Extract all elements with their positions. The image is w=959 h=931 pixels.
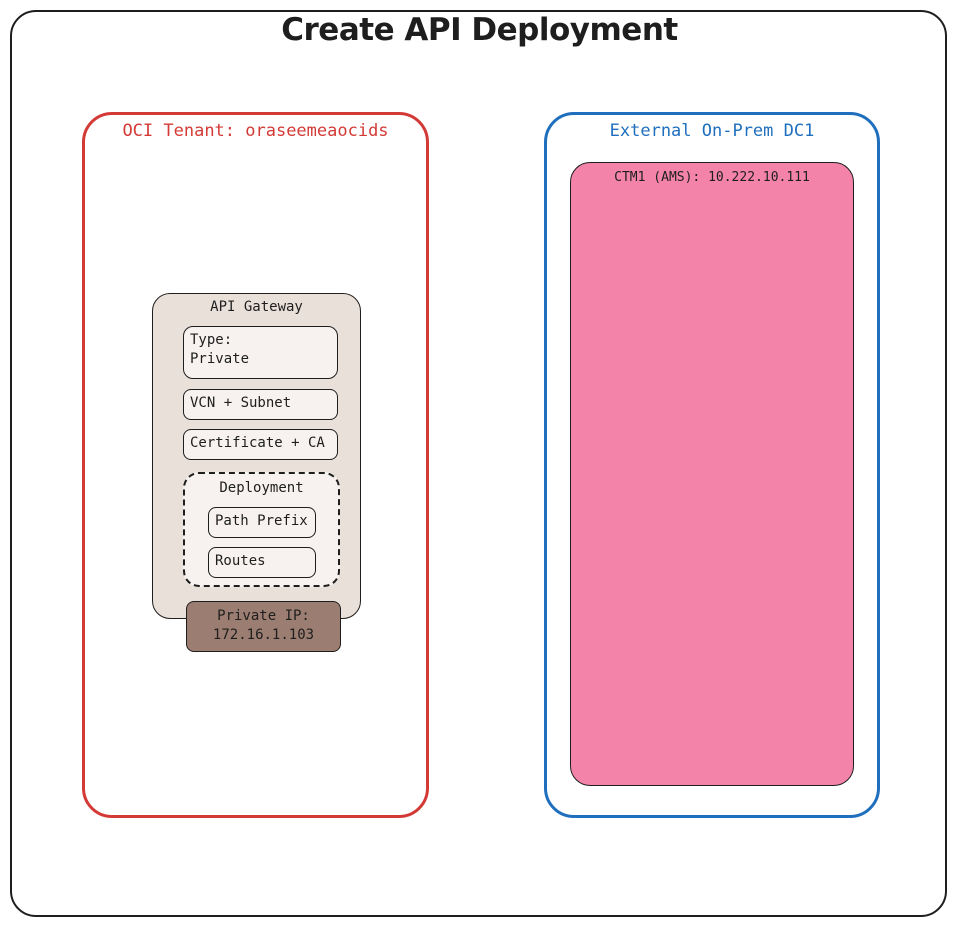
gateway-type-box: Type: Private	[183, 326, 338, 379]
gateway-type-label: Type:	[190, 332, 233, 348]
diagram-title: Create API Deployment	[281, 12, 678, 48]
external-dc-zone: External On-Prem DC1	[544, 112, 880, 818]
oci-tenant-zone: OCI Tenant: oraseemeaocids	[82, 112, 429, 818]
routes-box: Routes	[208, 547, 316, 578]
gateway-type-value: Private	[190, 351, 250, 367]
private-ip-box: Private IP: 172.16.1.103	[186, 601, 341, 652]
private-ip-label: Private IP:	[217, 608, 310, 624]
private-ip-value: 172.16.1.103	[212, 627, 315, 643]
diagram-frame	[10, 10, 947, 917]
vcn-subnet-box: VCN + Subnet	[183, 389, 338, 420]
path-prefix-box: Path Prefix	[208, 507, 316, 538]
certificate-box: Certificate + CA	[183, 429, 338, 460]
api-gateway-label: API Gateway	[210, 299, 303, 315]
deployment-label: Deployment	[219, 480, 304, 496]
oci-tenant-label: OCI Tenant: oraseemeaocids	[122, 121, 389, 141]
ctm-server-box: CTM1 (AMS): 10.222.10.111	[570, 162, 854, 786]
external-dc-label: External On-Prem DC1	[609, 121, 815, 141]
ctm-server-label: CTM1 (AMS): 10.222.10.111	[614, 170, 810, 185]
